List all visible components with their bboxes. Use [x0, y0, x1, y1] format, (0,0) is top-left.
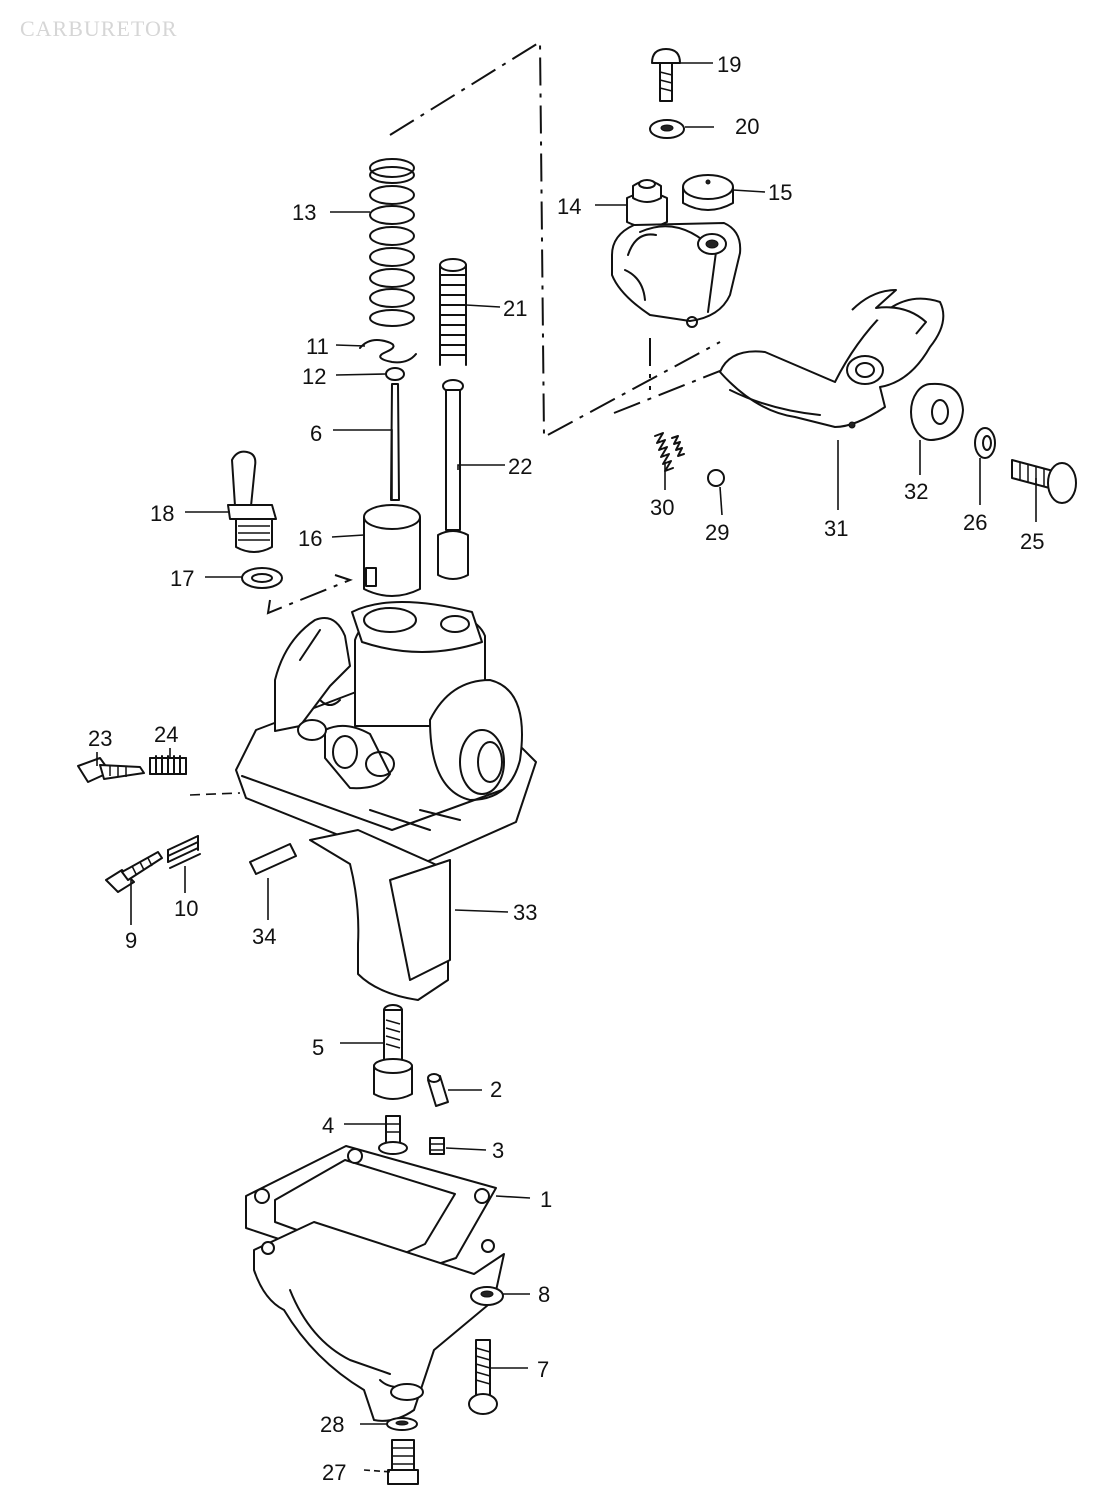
part-15-cap — [682, 174, 734, 211]
callout-9: 9 — [125, 928, 137, 953]
part-19-screw — [651, 48, 681, 102]
part-10-spring — [167, 835, 201, 869]
part-4-main-jet — [378, 1115, 408, 1155]
callout-27: 27 — [322, 1460, 346, 1485]
part-5-jet-holder — [373, 1004, 413, 1100]
callout-4: 4 — [322, 1113, 334, 1138]
part-24-spring — [149, 755, 187, 775]
callout-21: 21 — [503, 296, 527, 321]
assembly-lines — [189, 40, 736, 796]
callout-labels: 19 20 14 15 13 21 11 12 6 22 18 16 17 30… — [88, 52, 1044, 1485]
choke-cover-housing — [611, 222, 742, 328]
part-18-fitting — [227, 450, 277, 553]
callout-24: 24 — [154, 722, 178, 747]
callout-26: 26 — [963, 510, 987, 535]
callout-19: 19 — [717, 52, 741, 77]
callout-32: 32 — [904, 479, 928, 504]
part-23-pilot-screw — [77, 757, 145, 783]
float-chamber — [253, 1221, 505, 1422]
part-25-bolt — [1011, 459, 1077, 504]
callout-11: 11 — [306, 334, 329, 359]
callout-13: 13 — [292, 200, 316, 225]
callout-28: 28 — [320, 1412, 344, 1437]
callout-7: 7 — [537, 1357, 549, 1382]
part-3-jet — [429, 1137, 445, 1155]
part-11-clip — [359, 339, 417, 364]
part-12-ring — [385, 367, 405, 381]
part-34-pin — [249, 843, 297, 875]
callout-5: 5 — [312, 1035, 324, 1060]
part-33-carburetor-body — [235, 601, 537, 1001]
part-8-washer — [470, 1286, 504, 1306]
part-29-ball — [707, 469, 725, 487]
callout-17: 17 — [170, 566, 194, 591]
part-28-o-ring — [386, 1417, 418, 1431]
part-16-throttle-valve — [363, 504, 421, 597]
callout-31: 31 — [824, 516, 848, 541]
callout-2: 2 — [490, 1077, 502, 1102]
part-21-spring — [439, 258, 467, 366]
callout-20: 20 — [735, 114, 759, 139]
part-30-spring — [654, 432, 685, 472]
callout-15: 15 — [768, 180, 792, 205]
callout-34: 34 — [252, 924, 276, 949]
part-14-cap — [626, 179, 668, 228]
callout-12: 12 — [302, 364, 326, 389]
part-22-plunger — [437, 379, 469, 580]
callout-22: 22 — [508, 454, 532, 479]
callout-8: 8 — [538, 1282, 550, 1307]
callout-30: 30 — [650, 495, 674, 520]
callout-6: 6 — [310, 421, 322, 446]
callout-33: 33 — [513, 900, 537, 925]
part-26-lockwasher — [974, 427, 996, 459]
part-32-bushing — [910, 382, 964, 441]
callout-16: 16 — [298, 526, 322, 551]
callout-10: 10 — [174, 896, 198, 921]
part-7-screw — [468, 1339, 498, 1415]
part-13-spring — [369, 158, 415, 327]
part-17-gasket — [241, 567, 283, 589]
leader-lines — [96, 62, 1037, 1473]
callout-29: 29 — [705, 520, 729, 545]
callout-25: 25 — [1020, 529, 1044, 554]
callout-23: 23 — [88, 726, 112, 751]
part-2-jet — [427, 1073, 449, 1107]
part-31-lever — [719, 289, 945, 429]
part-27-drain-screw — [387, 1439, 419, 1485]
callout-3: 3 — [492, 1138, 504, 1163]
diagram-title: CARBURETOR — [20, 16, 178, 41]
callout-18: 18 — [150, 501, 174, 526]
part-9-throttle-stop-screw — [105, 851, 163, 893]
part-20-washer — [649, 119, 685, 139]
callout-14: 14 — [557, 194, 581, 219]
callout-1: 1 — [540, 1187, 552, 1212]
